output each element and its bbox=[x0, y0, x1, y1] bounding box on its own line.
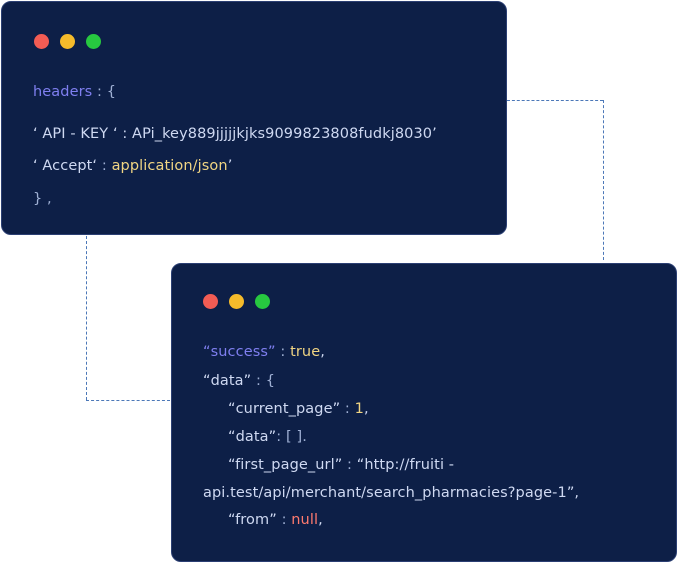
code-line-first-page-url: “first_page_url” : “http://fruiti - bbox=[228, 457, 455, 473]
connector-line-top bbox=[507, 100, 603, 101]
code-line-close-brace: } , bbox=[33, 191, 52, 207]
code-line-current-page: “current_page” : 1, bbox=[228, 401, 369, 417]
headers-code-window: headers : { ‘ API - KEY ‘ : APi_key889jj… bbox=[1, 1, 507, 235]
maximize-dot-icon bbox=[255, 294, 270, 309]
response-code-window: “success” : true, “data” : { “current_pa… bbox=[171, 263, 677, 562]
minimize-dot-icon bbox=[229, 294, 244, 309]
window-controls bbox=[203, 294, 270, 309]
code-line-accept: ‘ Accept‘ : application/json’ bbox=[33, 158, 233, 174]
window-controls bbox=[34, 34, 101, 49]
code-line-headers: headers : { bbox=[33, 84, 117, 100]
code-line-url-continued: api.test/api/merchant/search_pharmacies?… bbox=[203, 485, 580, 501]
code-line-data: “data” : { bbox=[203, 373, 276, 389]
minimize-dot-icon bbox=[60, 34, 75, 49]
code-line-success: “success” : true, bbox=[203, 344, 325, 360]
close-dot-icon bbox=[203, 294, 218, 309]
code-line-from: “from” : null, bbox=[228, 512, 323, 528]
connector-line-right bbox=[603, 100, 604, 260]
code-line-api-key: ‘ API - KEY ‘ : APi_key889jjjjjkjks90998… bbox=[33, 126, 437, 142]
close-dot-icon bbox=[34, 34, 49, 49]
connector-line-bottom bbox=[86, 400, 170, 401]
maximize-dot-icon bbox=[86, 34, 101, 49]
connector-line-left bbox=[86, 236, 87, 400]
code-line-data-array: “data”: [ ]. bbox=[228, 429, 307, 445]
